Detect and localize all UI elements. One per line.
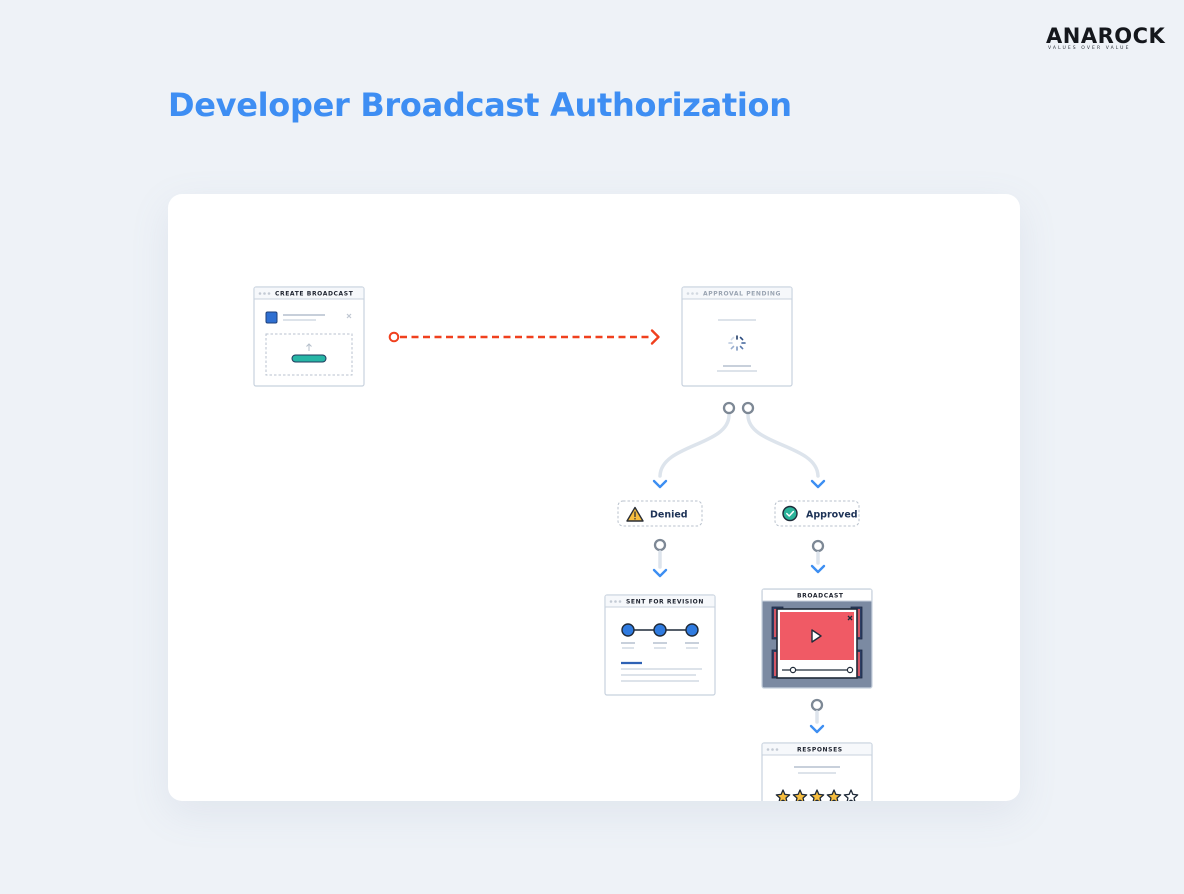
star-filled-icon — [826, 789, 842, 801]
close-icon[interactable] — [847, 615, 853, 621]
rating-stars — [775, 789, 859, 801]
logo-wordmark: ANAROCK — [1046, 24, 1166, 48]
close-icon[interactable] — [346, 313, 352, 319]
responses-window[interactable]: RESPONSES — [761, 742, 873, 801]
node-denied-branch — [722, 401, 736, 415]
logo-tagline: VALUES OVER VALUE — [1048, 46, 1131, 51]
broadcast-window[interactable]: BROADCAST — [761, 588, 873, 689]
create-broadcast-title: CREATE BROADCAST — [275, 291, 354, 298]
denied-label: Denied — [650, 510, 688, 521]
loading-spinner-icon — [728, 335, 746, 351]
revision-steps-icon — [621, 623, 699, 637]
page-title: Developer Broadcast Authorization — [168, 86, 792, 124]
upload-arrow-icon — [306, 343, 312, 351]
approval-pending-title: APPROVAL PENDING — [703, 291, 781, 298]
approved-label: Approved — [806, 510, 858, 521]
approval-pending-window[interactable]: APPROVAL PENDING — [681, 286, 793, 387]
flow-diagram-card: CREATE BROADCAST APPROVAL PENDING — [168, 194, 1020, 801]
star-filled-icon — [775, 789, 791, 801]
upload-button[interactable] — [291, 354, 327, 363]
star-empty-icon — [843, 789, 859, 801]
check-circle-icon — [782, 505, 798, 522]
approved-status-badge[interactable]: Approved — [774, 500, 860, 527]
play-icon[interactable] — [811, 629, 822, 643]
flow-diagram: CREATE BROADCAST APPROVAL PENDING — [253, 286, 873, 801]
sent-for-revision-title: SENT FOR REVISION — [626, 599, 704, 606]
node-approved-branch — [741, 401, 755, 415]
progress-start-knob[interactable] — [789, 666, 797, 674]
responses-title: RESPONSES — [797, 747, 843, 754]
create-broadcast-window[interactable]: CREATE BROADCAST — [253, 286, 365, 387]
post-decision-connectors — [652, 538, 826, 578]
split-connectors — [652, 401, 826, 489]
checkbox-icon[interactable] — [265, 311, 278, 324]
brand-logo: ANAROCK VALUES OVER VALUE — [1046, 24, 1165, 54]
responses-connector — [809, 698, 825, 734]
progress-end-knob[interactable] — [846, 666, 854, 674]
sent-for-revision-window[interactable]: SENT FOR REVISION — [604, 594, 716, 696]
star-filled-icon — [809, 789, 825, 801]
warning-icon — [626, 506, 644, 522]
broadcast-title: BROADCAST — [797, 593, 844, 600]
star-filled-icon — [792, 789, 808, 801]
denied-status-badge[interactable]: Denied — [617, 500, 703, 527]
submit-arrow — [388, 329, 660, 345]
